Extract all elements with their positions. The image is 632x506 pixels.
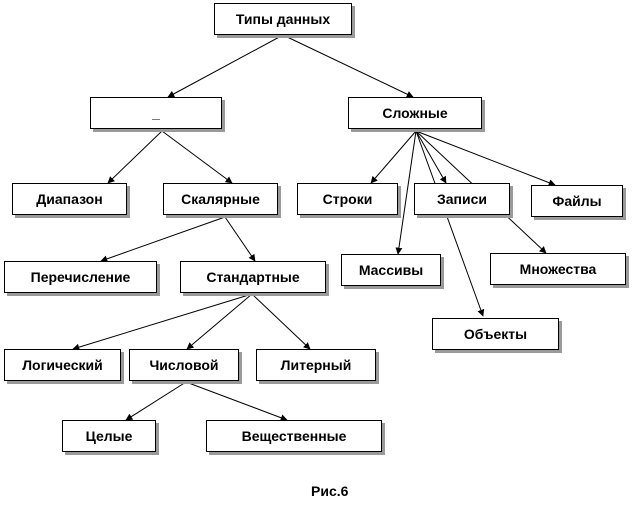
node-files: Файлы xyxy=(531,185,623,217)
edge-simple-to-scalar xyxy=(161,130,233,184)
edge-numeric-to-real xyxy=(185,381,288,422)
edge-numeric-to-integer xyxy=(125,381,187,421)
edge-standard-to-logical xyxy=(72,293,253,351)
edge-root-to-simple xyxy=(167,34,284,98)
edge-complex-to-files xyxy=(415,130,556,186)
node-objects: Объекты xyxy=(432,318,559,350)
node-root: Типы данных xyxy=(214,3,352,35)
node-standard: Стандартные xyxy=(180,261,326,293)
node-range: Диапазон xyxy=(12,183,127,215)
node-integer: Целые xyxy=(62,420,156,452)
node-literal: Литерный xyxy=(256,349,376,381)
edge-standard-to-numeric xyxy=(186,293,253,350)
node-records: Записи xyxy=(414,183,510,215)
node-scalar: Скалярные xyxy=(163,183,278,215)
edge-complex-to-arrays xyxy=(395,130,417,255)
edge-root-to-complex xyxy=(282,34,414,98)
node-simple: _ xyxy=(90,97,222,129)
node-real: Вещественные xyxy=(206,420,382,452)
edge-complex-to-strings xyxy=(370,130,417,184)
node-numeric: Числовой xyxy=(129,349,239,381)
node-sets: Множества xyxy=(490,253,626,285)
node-arrays: Массивы xyxy=(341,254,441,286)
edge-complex-to-records xyxy=(415,130,447,184)
edge-standard-to-literal xyxy=(251,293,311,350)
edge-scalar-to-enumeration xyxy=(100,216,226,263)
node-enumeration: Перечисление xyxy=(4,261,157,293)
edge-complex-to-objects xyxy=(415,130,485,317)
node-logical: Логический xyxy=(4,349,121,381)
node-complex: Сложные xyxy=(348,97,482,129)
figure-caption: Рис.6 xyxy=(311,483,349,499)
edge-simple-to-range xyxy=(107,130,163,184)
node-strings: Строки xyxy=(297,183,398,215)
edge-scalar-to-standard xyxy=(224,216,256,262)
